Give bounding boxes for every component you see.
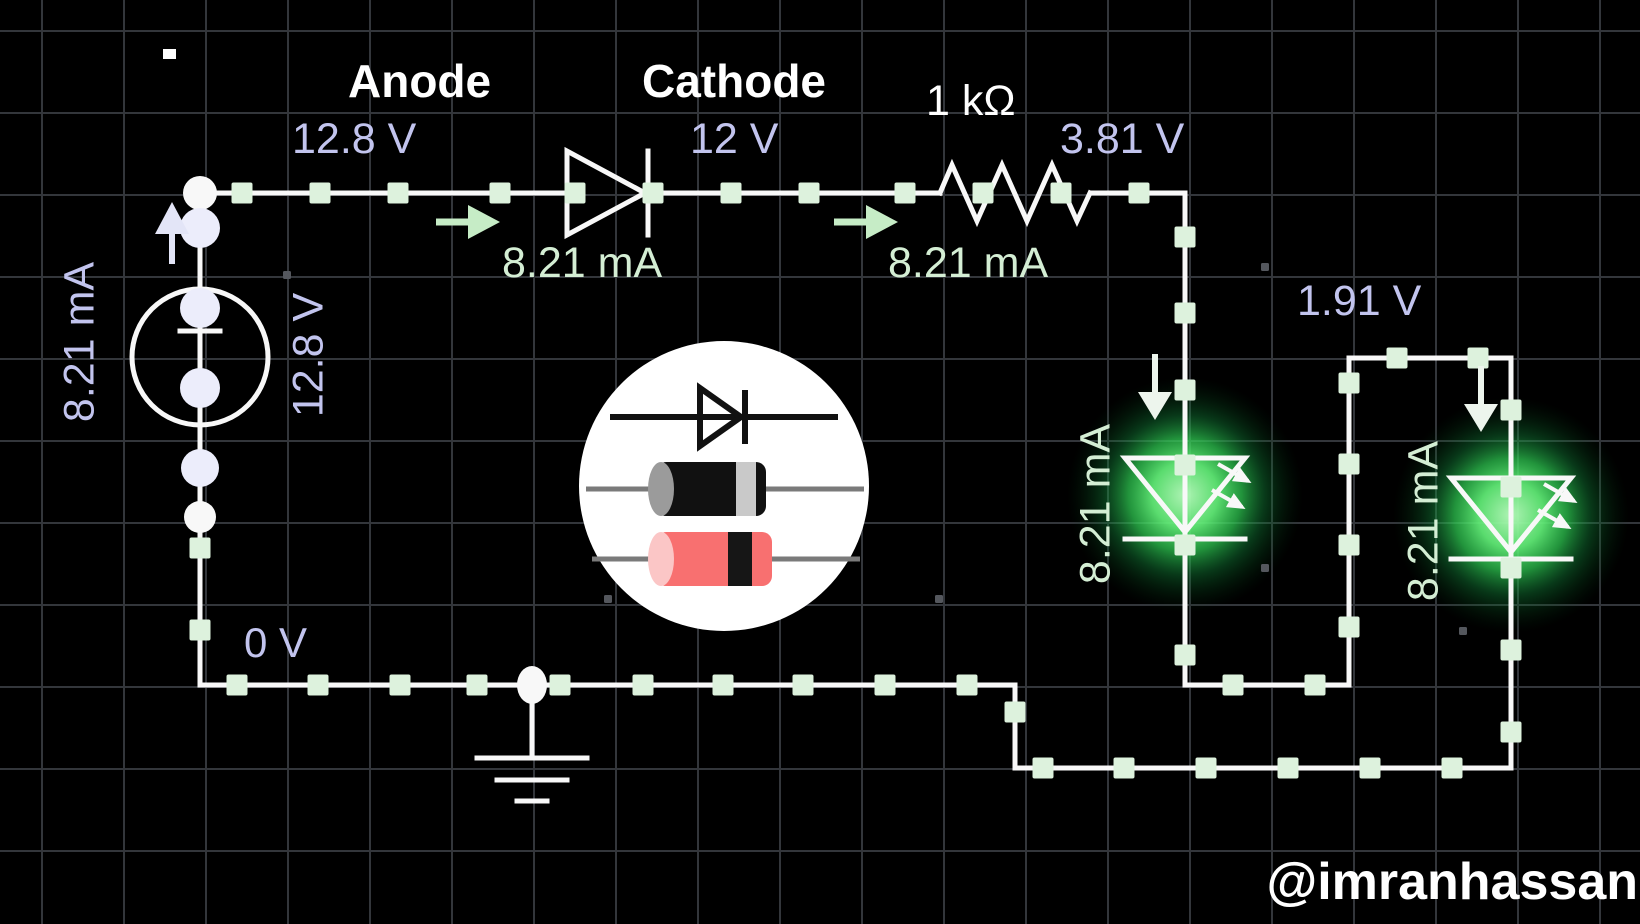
current-arrow-down-led2 [1464, 366, 1498, 432]
grid-dot [604, 595, 612, 603]
current-dot [1304, 674, 1326, 696]
cathode-label: Cathode [642, 55, 826, 107]
diode-illustration-red [592, 532, 860, 586]
led2-current-label: 8.21 mA [1399, 440, 1448, 602]
current-dot [874, 674, 896, 696]
current-dot [1222, 674, 1244, 696]
current-dot [720, 182, 742, 204]
cathode-voltage: 12 V [690, 115, 779, 163]
current-dot [1004, 701, 1026, 723]
current-dot [549, 674, 571, 696]
current-dot [956, 674, 978, 696]
diode-illustration-black [586, 462, 864, 516]
current-dot [226, 674, 248, 696]
current-arrow-up-source [155, 202, 189, 264]
current-dot [1467, 347, 1489, 369]
junction-node [183, 176, 217, 210]
current-dot [389, 674, 411, 696]
led2-emission-arrow [1543, 482, 1578, 503]
artifact-dot [163, 49, 176, 59]
current-dots [189, 182, 1522, 779]
current-dot [1128, 182, 1150, 204]
diode-inset-image [579, 341, 869, 631]
anode-label: Anode [348, 55, 492, 107]
current-dot [307, 674, 329, 696]
current-arrow-down-led1 [1138, 354, 1172, 420]
current-dot [1174, 534, 1196, 556]
current-dot [632, 674, 654, 696]
current-dot [231, 182, 253, 204]
current-dot [1050, 182, 1072, 204]
led-junction-voltage: 1.91 V [1297, 277, 1422, 325]
current-dot [1338, 534, 1360, 556]
charge-dot [180, 288, 220, 328]
grid-dot [1261, 564, 1269, 572]
led1-emission-arrow [1217, 462, 1252, 483]
current-dot [387, 182, 409, 204]
current-dot [466, 674, 488, 696]
watermark: @imranhassan [1266, 853, 1638, 911]
current-dot [972, 182, 994, 204]
diode-current-label: 8.21 mA [502, 239, 663, 287]
led1-emission-arrow [1211, 488, 1246, 509]
current-dot [1195, 757, 1217, 779]
led2-emission-arrow [1537, 508, 1572, 529]
current-dot [1386, 347, 1408, 369]
current-dot [489, 182, 511, 204]
current-dot [1174, 379, 1196, 401]
current-arrow-right-1 [436, 205, 500, 239]
resistor[interactable] [936, 158, 1094, 228]
current-dot [798, 182, 820, 204]
current-dot [1338, 616, 1360, 638]
ground-node [517, 666, 547, 704]
current-dot [309, 182, 331, 204]
charge-dot [180, 368, 220, 408]
grid-dot [1459, 627, 1467, 635]
current-dot [712, 674, 734, 696]
current-dot [894, 182, 916, 204]
current-dot [1500, 399, 1522, 421]
current-arrow-right-2 [834, 205, 898, 239]
current-dot [792, 674, 814, 696]
resistor-current-label: 8.21 mA [888, 239, 1049, 287]
ground-voltage-label: 0 V [244, 619, 308, 666]
current-dot [1441, 757, 1463, 779]
current-dot [1359, 757, 1381, 779]
current-dot [1032, 757, 1054, 779]
grid-dot [935, 595, 943, 603]
current-dot [1174, 454, 1196, 476]
current-dot [564, 182, 586, 204]
charge-dot [180, 208, 220, 248]
ground[interactable] [474, 666, 590, 804]
current-dot [1338, 453, 1360, 475]
current-dot [1338, 372, 1360, 394]
current-dot [1500, 721, 1522, 743]
resistor-out-voltage: 3.81 V [1060, 115, 1185, 163]
grid-dot [1261, 263, 1269, 271]
current-dot [189, 537, 211, 559]
current-dot [1500, 476, 1522, 498]
anode-voltage: 12.8 V [292, 115, 417, 163]
grid-post-dots [283, 263, 1467, 635]
current-dot [1174, 302, 1196, 324]
charge-dot [184, 501, 216, 533]
current-dot [189, 619, 211, 641]
diode-schematic-symbol [610, 382, 838, 452]
current-dot [1113, 757, 1135, 779]
charge-dot [181, 449, 219, 487]
grid-dot [283, 271, 291, 279]
current-dot [1277, 757, 1299, 779]
led1-current-label: 8.21 mA [1071, 423, 1120, 585]
current-dot [1500, 557, 1522, 579]
source-voltage-label: 12.8 V [284, 292, 333, 418]
current-dot [642, 182, 664, 204]
current-dot [1174, 644, 1196, 666]
current-dot [1174, 226, 1196, 248]
source-current-label: 8.21 mA [55, 261, 104, 423]
resistor-value-label: 1 kΩ [926, 77, 1016, 125]
source-current-dots [180, 208, 220, 533]
current-dot [1500, 639, 1522, 661]
